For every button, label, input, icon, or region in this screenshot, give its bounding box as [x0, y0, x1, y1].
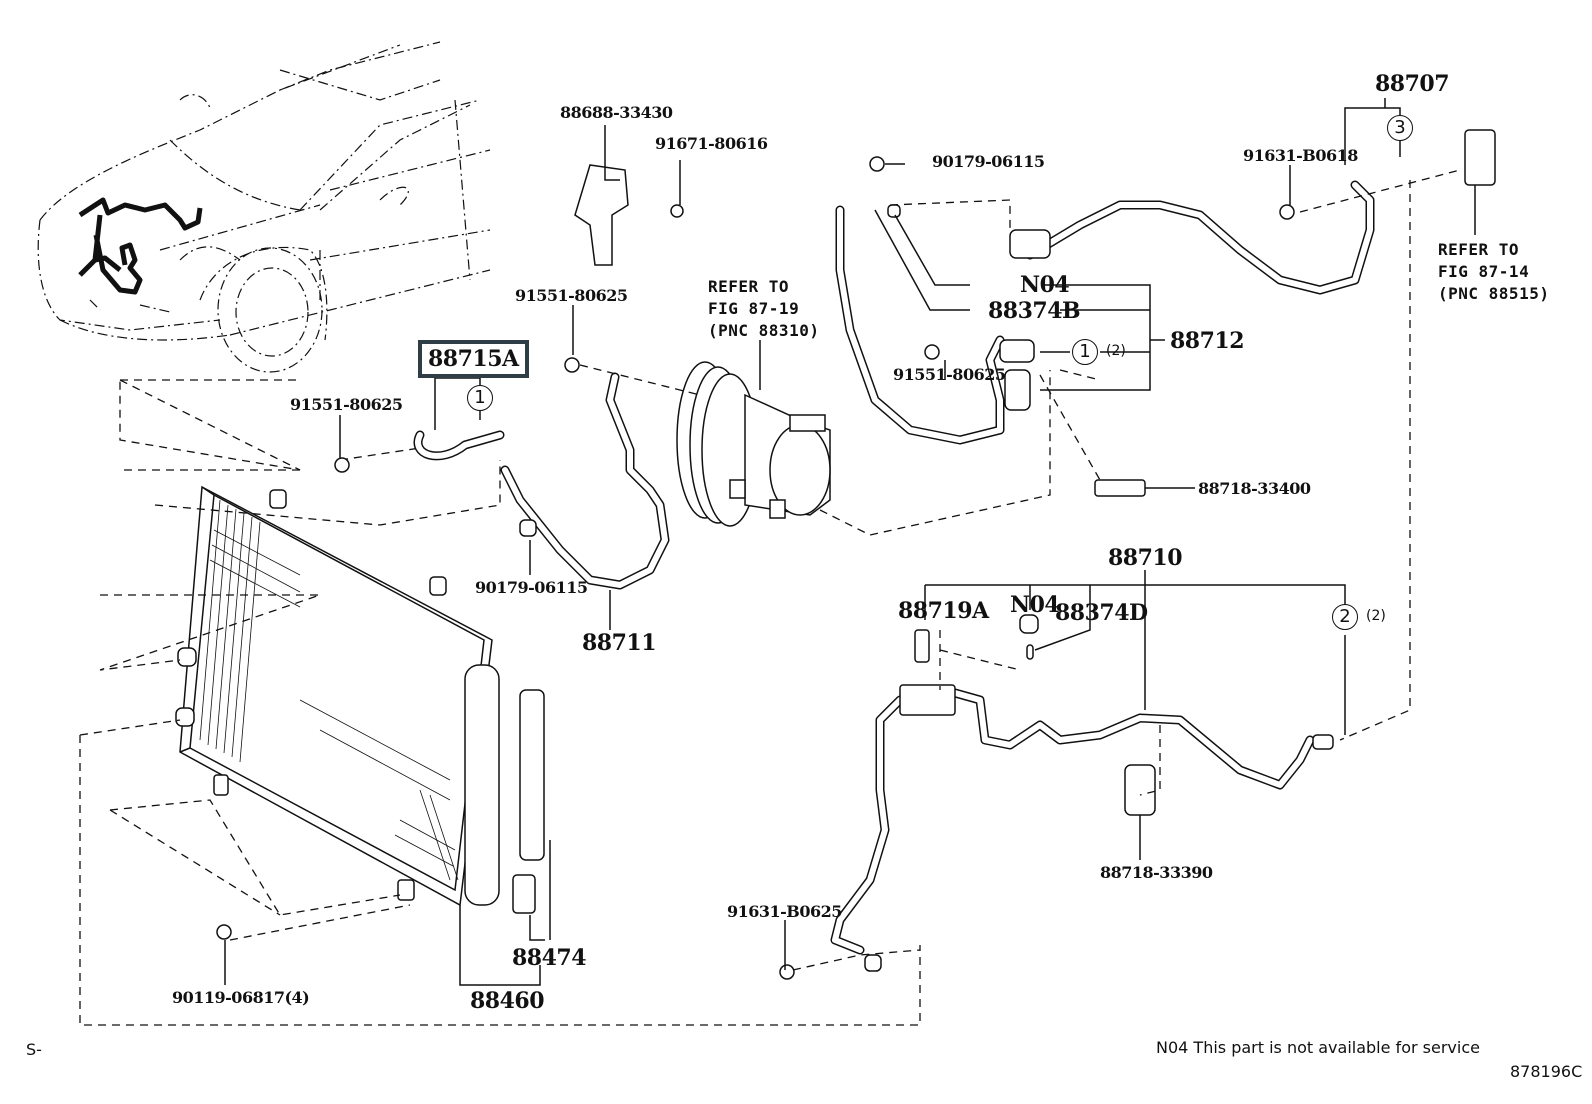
- part-label-91551-80625-c[interactable]: 91551-80625: [893, 365, 1006, 384]
- callout-3: 3: [1387, 115, 1413, 141]
- compressor-illustration: [676, 361, 831, 527]
- part-label-n04-mid[interactable]: N04: [1010, 592, 1060, 618]
- part-label-91551-80625-b[interactable]: 91551-80625: [290, 395, 403, 414]
- refer-to-fig-87-19[interactable]: REFER TO FIG 87-19 (PNC 88310): [708, 277, 820, 340]
- part-label-88719a[interactable]: 88719A: [898, 598, 989, 624]
- callout-1-qty: (2): [1106, 343, 1126, 359]
- vehicle-outline: [37, 41, 491, 373]
- condenser-illustration: [175, 485, 545, 914]
- part-label-90179-06115-mid[interactable]: 90179-06115: [475, 578, 588, 597]
- part-label-90179-06115-top[interactable]: 90179-06115: [932, 152, 1045, 171]
- dashed-leaders-right: [579, 169, 1461, 971]
- footnote-n04: N04 This part is not available for servi…: [1156, 1038, 1480, 1057]
- part-label-88710[interactable]: 88710: [1108, 545, 1183, 571]
- part-label-88711[interactable]: 88711: [582, 630, 657, 656]
- part-label-n04-top[interactable]: N04: [1020, 272, 1070, 298]
- part-label-88474[interactable]: 88474: [512, 945, 587, 971]
- pipes: [413, 180, 1375, 955]
- small-components: [216, 129, 1496, 980]
- part-label-91551-80625-a[interactable]: 91551-80625: [515, 286, 628, 305]
- part-label-91631-b0618[interactable]: 91631-B0618: [1243, 146, 1358, 165]
- figure-code: 878196C: [1510, 1062, 1583, 1081]
- part-label-90119-06817[interactable]: 90119-06817(4): [172, 988, 310, 1007]
- part-label-88688-33430[interactable]: 88688-33430: [560, 103, 673, 122]
- part-label-88374b[interactable]: 88374B: [988, 298, 1081, 324]
- corner-mark: S-: [26, 1040, 42, 1059]
- callout-2: 2: [1332, 604, 1358, 630]
- callout-1-b: 1: [1072, 339, 1098, 365]
- callout-1-a: 1: [467, 385, 493, 411]
- part-label-88712[interactable]: 88712: [1170, 328, 1245, 354]
- part-label-88718-33390[interactable]: 88718-33390: [1100, 863, 1213, 882]
- dashed-leaders-left: [79, 379, 921, 1026]
- part-label-88374d[interactable]: 88374D: [1055, 600, 1148, 626]
- part-label-88707[interactable]: 88707: [1375, 71, 1450, 97]
- part-label-91671-80616[interactable]: 91671-80616: [655, 134, 768, 153]
- part-label-91631-b0625[interactable]: 91631-B0625: [727, 902, 842, 921]
- part-label-88718-33400[interactable]: 88718-33400: [1198, 479, 1311, 498]
- part-label-88715a-highlighted[interactable]: 88715A: [418, 340, 529, 378]
- callout-2-qty: (2): [1366, 608, 1386, 624]
- solid-leader-lines: [224, 98, 1476, 986]
- refer-to-fig-87-14[interactable]: REFER TO FIG 87-14 (PNC 88515): [1438, 240, 1550, 303]
- part-label-88460[interactable]: 88460: [470, 988, 545, 1014]
